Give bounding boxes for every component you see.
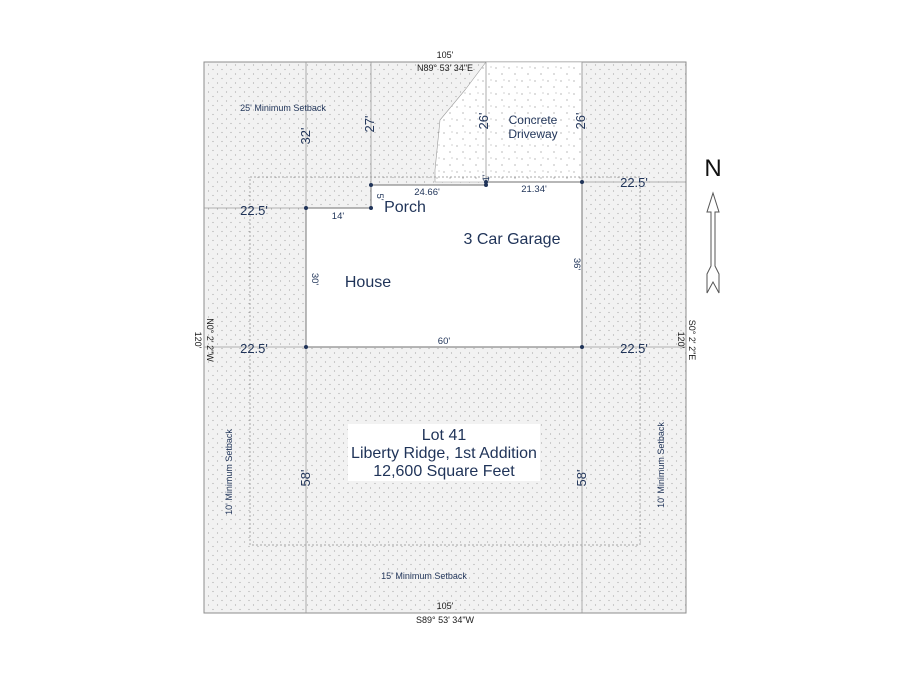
garage-label: 3 Car Garage xyxy=(464,231,561,248)
porch-label: Porch xyxy=(384,199,426,216)
right-setback-label: 10' Minimum Setback xyxy=(656,422,666,508)
east-boundary-length: 120' xyxy=(676,332,686,349)
front-right-dim: 26' xyxy=(573,113,588,130)
rear-left-dim: 58' xyxy=(298,470,313,487)
left-side-front-dim: 22.5' xyxy=(240,203,268,218)
lot-label-background xyxy=(348,424,540,481)
north-arrow-icon xyxy=(706,191,720,294)
east-boundary-bearing: S0° 2' 2"E xyxy=(687,320,697,361)
house-depth-dim: 30' xyxy=(309,273,320,286)
porch-width-dim: 14' xyxy=(332,211,345,222)
dimension-lines xyxy=(204,62,686,613)
survey-points xyxy=(304,180,584,349)
garage-front-segment-dim: 21.34' xyxy=(521,184,547,195)
south-boundary-bearing: S89° 53' 34"W xyxy=(416,615,475,625)
left-setback-label: 10' Minimum Setback xyxy=(224,429,234,515)
setback-line xyxy=(249,176,641,546)
north-boundary-bearing: N89° 53' 34"E xyxy=(417,63,473,73)
rear-setback-label: 15' Minimum Setback xyxy=(381,571,467,581)
front-mid-dim: 26' xyxy=(476,113,491,130)
right-side-front-dim: 22.5' xyxy=(620,175,648,190)
jog-dim: 1' xyxy=(481,174,492,181)
porch-depth-dim: 5' xyxy=(374,193,385,200)
house-front-segment-dim: 24.66' xyxy=(414,187,440,198)
lot-number: Lot 41 xyxy=(422,427,467,444)
left-side-rear-dim: 22.5' xyxy=(240,341,268,356)
north-label: N xyxy=(704,155,721,182)
lot-area: 12,600 Square Feet xyxy=(373,463,515,480)
right-side-rear-dim: 22.5' xyxy=(620,341,648,356)
driveway-label-line1: Concrete xyxy=(509,113,558,127)
lot-subdivision: Liberty Ridge, 1st Addition xyxy=(351,445,537,462)
west-boundary-length: 120' xyxy=(193,332,203,349)
north-boundary-length: 105' xyxy=(437,50,454,60)
house-width-dim: 60' xyxy=(438,336,451,347)
south-boundary-length: 105' xyxy=(437,601,454,611)
rear-right-dim: 58' xyxy=(574,470,589,487)
front-left-dim: 32' xyxy=(298,128,313,145)
front-porch-dim: 27' xyxy=(362,116,377,133)
garage-depth-dim: 36' xyxy=(571,258,582,271)
driveway-label-line2: Driveway xyxy=(508,127,557,141)
house-label: House xyxy=(345,274,391,291)
west-boundary-bearing: N0° 2' 2"W xyxy=(205,318,215,362)
front-setback-label: 25' Minimum Setback xyxy=(240,103,326,113)
